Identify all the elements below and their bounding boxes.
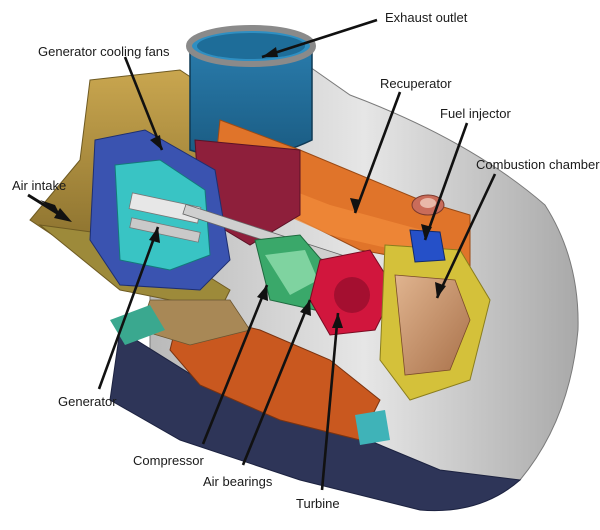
label-generator-cooling-fans: Generator cooling fans: [38, 44, 170, 59]
label-fuel-injector: Fuel injector: [440, 106, 511, 121]
leader-generator-cooling-fans: [123, 56, 164, 151]
leader-generator: [97, 226, 160, 390]
leader-turbine: [320, 312, 340, 491]
label-generator: Generator: [58, 394, 117, 409]
arrow-compressor: [257, 285, 268, 301]
label-air-intake: Air intake: [12, 178, 67, 193]
arrow-air-bearings: [300, 300, 311, 316]
arrow-generator: [149, 227, 160, 243]
leader-recuperator: [353, 91, 402, 214]
label-exhaust-outlet: Exhaust outlet: [385, 10, 468, 25]
leader-air-intake: [27, 193, 63, 218]
leader-arrowheads: [40, 47, 446, 328]
arrow-air-intake: [54, 208, 72, 222]
label-recuperator: Recuperator: [380, 76, 452, 91]
arrow-exhaust-outlet: [262, 47, 278, 57]
label-compressor: Compressor: [133, 453, 204, 468]
label-air-bearings: Air bearings: [203, 474, 273, 489]
leader-compressor: [201, 284, 269, 445]
arrow-generator-cooling-fans: [150, 135, 162, 150]
arrow-recuperator: [350, 198, 361, 213]
leader-combustion-chamber: [435, 173, 497, 299]
leader-exhaust-outlet: [261, 18, 378, 59]
leader-lines: [97, 18, 497, 491]
label-turbine: Turbine: [296, 496, 340, 511]
arrow-turbine: [332, 313, 343, 328]
leader-fuel-injector: [423, 122, 469, 241]
arrow-combustion-chamber: [435, 282, 446, 298]
fuel-injector: [409, 229, 446, 263]
label-combustion-chamber: Combustion chamber: [476, 157, 600, 172]
leader-air-bearings: [241, 299, 312, 466]
arrow-fuel-injector: [421, 224, 432, 240]
